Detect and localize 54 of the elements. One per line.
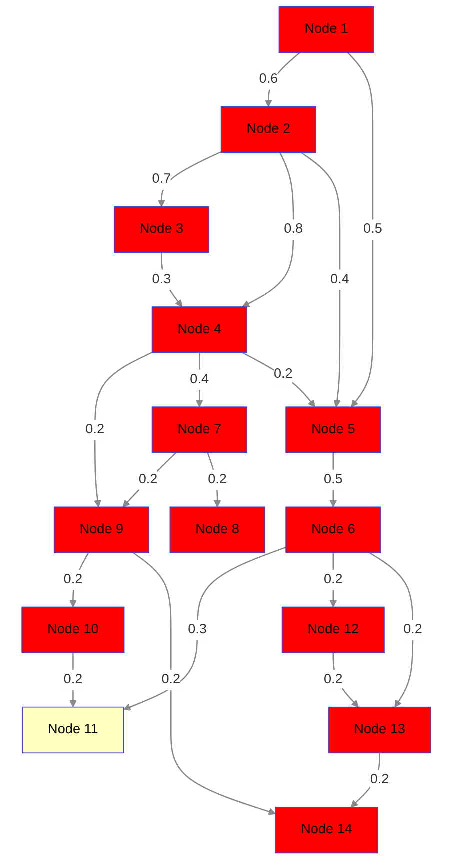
- edge-label: 0.2: [324, 672, 343, 687]
- node-box: Node 6: [286, 506, 382, 554]
- arrow: [196, 352, 204, 408]
- arrow: [369, 552, 414, 708]
- arrow: [133, 552, 276, 816]
- edge-label: 0.8: [284, 222, 304, 237]
- edge-label: 0.5: [324, 472, 343, 487]
- edge-label: 0.2: [64, 672, 83, 687]
- arrow: [161, 252, 183, 308]
- node-box: Node 1: [278, 6, 374, 53]
- node-box: Node 4: [152, 306, 248, 354]
- edge-label: 0.2: [208, 472, 227, 487]
- node-box: Node 3: [114, 206, 210, 254]
- arrow: [242, 152, 294, 308]
- arrow: [300, 152, 341, 408]
- arrow: [158, 151, 222, 208]
- arrow: [123, 546, 286, 711]
- edge-label: 0.2: [138, 472, 158, 487]
- node-box: Node 14: [275, 807, 378, 854]
- arrow: [122, 452, 177, 508]
- node-box: Node 9: [54, 506, 150, 554]
- arrow: [242, 352, 316, 408]
- edge-label: 0.3: [188, 622, 207, 637]
- edge-label: 0.2: [324, 572, 343, 587]
- arrow: [330, 552, 338, 608]
- edge-label: 0.6: [259, 72, 278, 87]
- edge-label: 0.2: [64, 572, 83, 587]
- node-box: Node 5: [286, 406, 382, 454]
- node-box: Node 8: [170, 506, 266, 554]
- node-box: Node 2: [220, 106, 316, 154]
- edge-label: 0.2: [162, 672, 181, 687]
- arrow: [347, 52, 374, 408]
- arrow: [94, 352, 153, 508]
- edge-label: 0.7: [152, 172, 172, 187]
- arrow: [332, 653, 359, 708]
- node-box: Node 7: [152, 406, 248, 454]
- edge-label: 0.2: [370, 772, 390, 788]
- node-box: Node 10: [22, 606, 125, 654]
- edge-label: 0.4: [190, 372, 210, 387]
- arrow: [207, 452, 222, 508]
- node-box: Node 11: [22, 706, 124, 754]
- arrow: [69, 653, 77, 708]
- edge-label: 0.3: [152, 272, 172, 287]
- node-box: Node 13: [328, 706, 432, 754]
- edge-label: 0.2: [274, 366, 293, 382]
- node-box: Node 12: [282, 606, 385, 654]
- arrow: [69, 552, 90, 608]
- arrow: [330, 452, 338, 508]
- arrow: [350, 753, 380, 808]
- edge-label: 0.4: [330, 272, 350, 287]
- edge-label: 0.2: [404, 622, 422, 637]
- edge-label: 0.2: [86, 422, 105, 437]
- edge-label: 0.5: [364, 222, 382, 237]
- arrow: [264, 52, 300, 108]
